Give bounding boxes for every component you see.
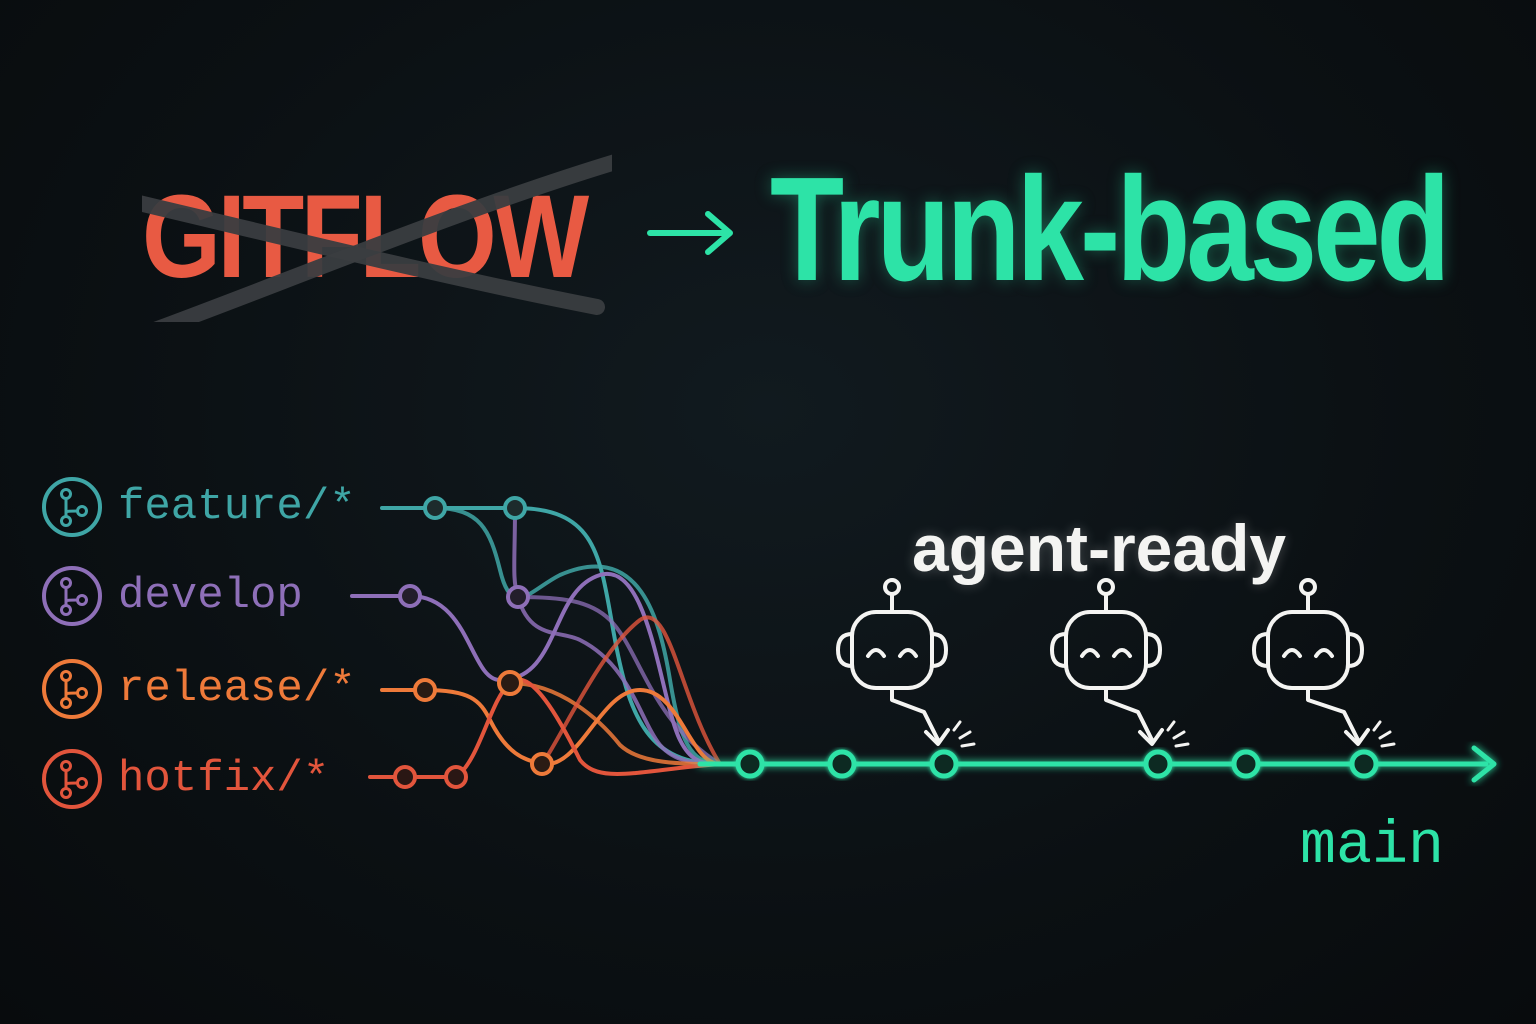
branch-icon-release [42,659,102,719]
develop-branch-line [516,595,722,766]
hotfix-commit-dot [444,765,468,789]
trunk-label: main [1300,813,1445,881]
release-branch-line [508,681,722,766]
trunk-commit-dot [827,749,857,779]
release-commit-dot [413,678,437,702]
feature-commit-dot [503,496,527,520]
headline-arrow-icon [647,211,733,255]
trunk-commit-dot [929,749,959,779]
trunk-arrow-icon [1471,745,1497,783]
branch-label-feature: feature/* [118,482,356,532]
old-workflow-title: GITFLOW [142,152,612,322]
new-workflow-title: Trunk-based [770,147,1451,312]
branch-label-hotfix: hotfix/* [118,754,330,804]
trunk-commit-dot [1231,749,1261,779]
develop-commit-dot [506,585,530,609]
branch-label-develop: develop [118,571,303,621]
robot-icon [1050,578,1190,748]
branch-icon-feature [42,477,102,537]
trunk-commit-dot [735,749,765,779]
robot-icon [1252,578,1396,748]
release-branch-line [380,687,722,767]
robot-icon [836,578,976,748]
feature-commit-dot [423,496,447,520]
trunk-commit-dot [1143,749,1173,779]
hotfix-commit-dot [393,765,417,789]
tangled-branches [350,506,722,779]
develop-branch-line [512,506,722,766]
branch-commits [393,496,554,789]
trunk-commits [735,749,1379,779]
branch-icon-hotfix [42,749,102,809]
strike-through-cross [142,154,612,322]
hotfix-branch-line [540,615,722,766]
agents [836,578,1396,748]
trunk-commit-dot [1349,749,1379,779]
release-commit-dot [497,670,523,696]
develop-commit-dot [398,584,422,608]
develop-branch-line [350,571,722,766]
branch-label-release: release/* [118,664,356,714]
agent-ready-label: agent-ready [912,511,1287,585]
hotfix-branch-line [368,677,722,779]
release-commit-dot [530,752,554,776]
branch-icon-develop [42,566,102,626]
